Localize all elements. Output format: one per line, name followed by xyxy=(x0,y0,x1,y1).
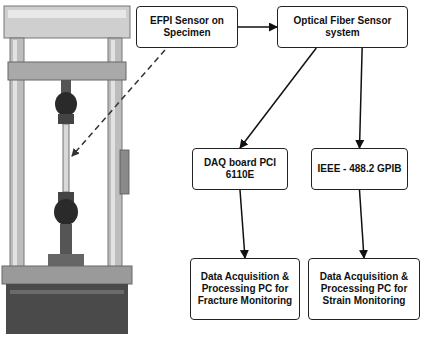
box-label: Data Acquisition & Processing PC for Str… xyxy=(314,271,414,307)
arrow-connector xyxy=(240,190,245,258)
box-label: IEEE - 488.2 GPIB xyxy=(318,163,402,175)
process-box: Data Acquisition & Processing PC for Str… xyxy=(308,258,420,320)
process-box: EFPI Sensor on Specimen xyxy=(136,6,238,48)
arrow-connector xyxy=(360,190,365,258)
process-box: IEEE - 488.2 GPIB xyxy=(311,148,408,190)
arrow-connector xyxy=(238,26,277,28)
pointer-arrow xyxy=(72,50,165,156)
arrow-connector xyxy=(360,48,363,148)
box-label: Optical Fiber Sensor system xyxy=(283,15,402,39)
box-label: DAQ board PCI 6110E xyxy=(198,157,282,181)
process-box: Optical Fiber Sensor system xyxy=(277,6,408,48)
box-label: EFPI Sensor on Specimen xyxy=(142,15,232,39)
process-box: DAQ board PCI 6110E xyxy=(192,148,288,190)
process-box: Data Acquisition & Processing PC for Fra… xyxy=(190,258,300,320)
box-label: Data Acquisition & Processing PC for Fra… xyxy=(196,271,294,307)
arrow-connector xyxy=(240,48,316,148)
